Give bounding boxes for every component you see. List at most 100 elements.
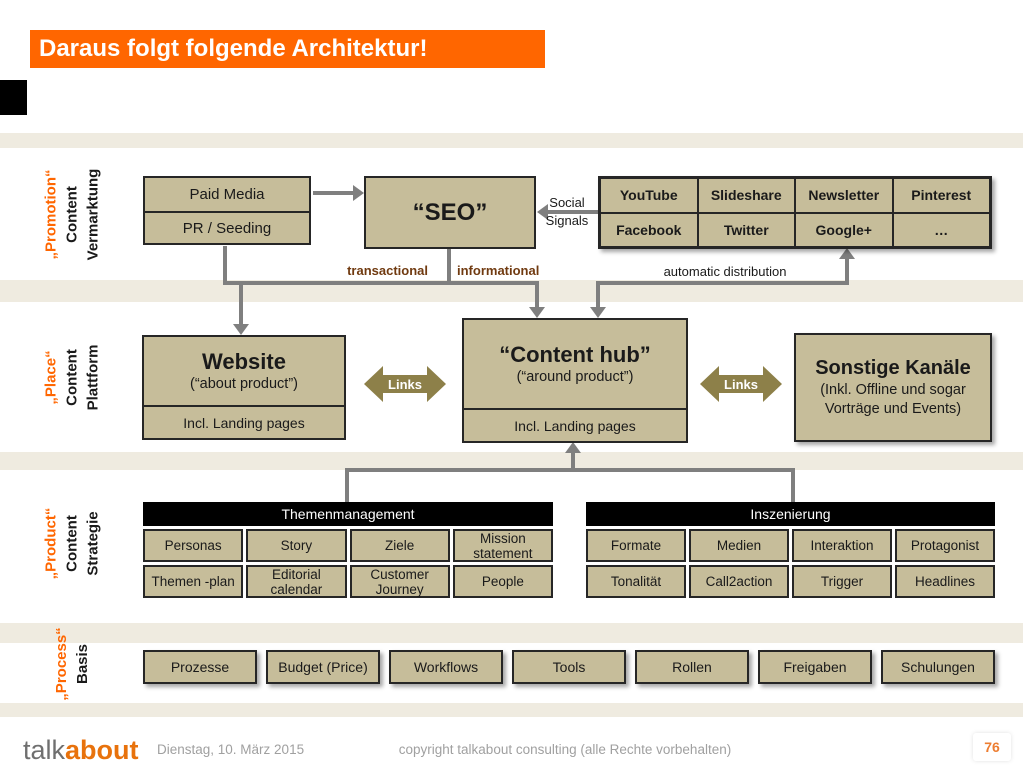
content-hub-title: “Content hub” <box>499 341 651 367</box>
table-cell: Personas <box>143 529 244 562</box>
links-arrow-right: Links <box>700 364 782 404</box>
section-separator-band <box>0 133 1023 148</box>
arrowhead-into-hub-right <box>590 307 606 318</box>
website-box: Website (“about product”) Incl. Landing … <box>142 335 346 440</box>
table-cell: Interaktion <box>792 529 892 562</box>
arrowhead-into-hub-left <box>529 307 545 318</box>
arrowhead-into-website <box>233 324 249 335</box>
section-separator-band <box>0 280 1023 302</box>
connector-strategy-to-hub <box>571 452 575 470</box>
double-arrow-icon <box>364 366 446 402</box>
connector-table2-up <box>791 468 795 503</box>
section-tag: „Product“ <box>42 507 60 580</box>
content-hub-box-main: “Content hub” (“around product”) <box>464 320 686 408</box>
sonstige-sub1: (Inkl. Offline und sogar <box>820 382 966 398</box>
links-arrow-left: Links <box>364 364 446 404</box>
connector-googleplus-up <box>845 258 849 283</box>
connector-table1-up <box>345 468 349 503</box>
copyright-text: copyright talkabout consulting (alle Rec… <box>398 742 732 757</box>
arrowhead-into-googleplus <box>839 248 855 259</box>
social-channel-cell: Twitter <box>697 212 795 247</box>
social-channel-cell: … <box>892 212 990 247</box>
table-cell: Tonalität <box>586 565 686 598</box>
arrowhead-into-hub-bottom <box>565 442 581 453</box>
table-cell: Story <box>246 529 347 562</box>
talkabout-logo: talkabout <box>23 735 139 766</box>
sonstige-title: Sonstige Kanäle <box>815 357 971 379</box>
logo-talk: talk <box>23 735 66 765</box>
social-channels-grid: YouTube Slideshare Newsletter Pinterest … <box>598 176 992 249</box>
slide-title-bar: Daraus folgt folgende Architektur! <box>30 30 545 68</box>
section-separator-band <box>0 703 1023 717</box>
arrowhead-into-seo-right <box>537 204 548 220</box>
table-header: Inszenierung <box>586 502 995 526</box>
table-cell: People <box>452 565 553 598</box>
website-title: Website <box>202 348 286 374</box>
content-hub-subtitle: (“around product”) <box>516 368 634 385</box>
table-cell: Headlines <box>895 565 995 598</box>
basis-box-budget: Budget (Price) <box>266 650 380 684</box>
social-signals-label: Social Signals <box>536 194 598 230</box>
website-footer: Incl. Landing pages <box>144 405 344 438</box>
links-label: Links <box>724 376 758 392</box>
section-separator-band <box>0 452 1023 470</box>
double-arrow-icon <box>700 366 782 402</box>
arrowhead-into-seo-left <box>353 185 364 201</box>
section-name-line: Content <box>63 515 81 572</box>
section-label-place: „Place“ Content Plattform <box>41 303 104 453</box>
table-header: Themenmanagement <box>143 502 553 526</box>
section-name-line: Basis <box>74 643 91 685</box>
social-signals-line1: Social <box>549 195 585 210</box>
slide-date: Dienstag, 10. März 2015 <box>157 742 305 757</box>
basis-box-freigaben: Freigaben <box>758 650 872 684</box>
section-name-line: Content <box>63 349 81 406</box>
informational-label: informational <box>457 263 540 278</box>
connector-strategy-horizontal <box>345 468 795 472</box>
section-name-line: Plattform <box>84 344 102 411</box>
connector-website-drop <box>239 283 243 325</box>
section-tag: „Process“ <box>53 627 70 701</box>
table-cell: Trigger <box>792 565 892 598</box>
website-subtitle: (“about product”) <box>190 375 298 392</box>
basis-box-workflows: Workflows <box>389 650 503 684</box>
section-label-promotion: „Promotion“ Content Vermarktung <box>41 140 104 290</box>
sonstige-kanaele-box: Sonstige Kanäle (Inkl. Offline und sogar… <box>794 333 992 442</box>
connector-hub-drop-right <box>596 283 600 309</box>
section-name-line: Strategie <box>84 511 102 576</box>
table-cell: Formate <box>586 529 686 562</box>
social-channel-cell: Pinterest <box>892 178 990 213</box>
basis-box-schulungen: Schulungen <box>881 650 995 684</box>
section-tag: „Place“ <box>42 350 60 405</box>
table-cell: Themen -plan <box>143 565 244 598</box>
content-hub-box: “Content hub” (“around product”) Incl. L… <box>462 318 688 443</box>
sonstige-sub2: Vorträge und Events) <box>824 401 962 417</box>
links-label: Links <box>388 376 422 392</box>
automatic-distribution-label: automatic distribution <box>663 264 787 279</box>
social-signals-line2: Signals <box>545 213 589 228</box>
seo-label: “SEO” <box>412 198 488 226</box>
black-accent-square <box>0 80 27 115</box>
table-cell: Editorial calendar <box>246 565 347 598</box>
connector-horizontal-distribution <box>596 281 849 285</box>
pr-seeding-cell: PR / Seeding <box>145 211 309 244</box>
page-number-badge: 76 <box>973 733 1011 761</box>
content-hub-footer: Incl. Landing pages <box>464 408 686 441</box>
connector-horizontal-main <box>223 281 539 285</box>
table-cell: Medien <box>689 529 789 562</box>
transactional-label: transactional <box>347 263 428 278</box>
slide-title: Daraus folgt folgende Architektur! <box>39 35 428 62</box>
social-channel-cell: YouTube <box>600 178 698 213</box>
inszenierung-table: Inszenierung Formate Medien Interaktion … <box>586 502 995 598</box>
table-cell: Ziele <box>349 529 450 562</box>
table-cell: Call2action <box>689 565 789 598</box>
basis-box-prozesse: Prozesse <box>143 650 257 684</box>
social-channel-cell: Facebook <box>600 212 698 247</box>
table-cell: Customer Journey <box>349 565 450 598</box>
connector-hub-drop-left <box>535 283 539 309</box>
paid-media-pr-box: Paid Media PR / Seeding <box>143 176 311 245</box>
section-label-product: „Product“ Content Strategie <box>41 469 104 619</box>
basis-box-rollen: Rollen <box>635 650 749 684</box>
connector-socialsignals <box>547 210 598 214</box>
basis-box-tools: Tools <box>512 650 626 684</box>
seo-box: “SEO” <box>364 176 536 249</box>
